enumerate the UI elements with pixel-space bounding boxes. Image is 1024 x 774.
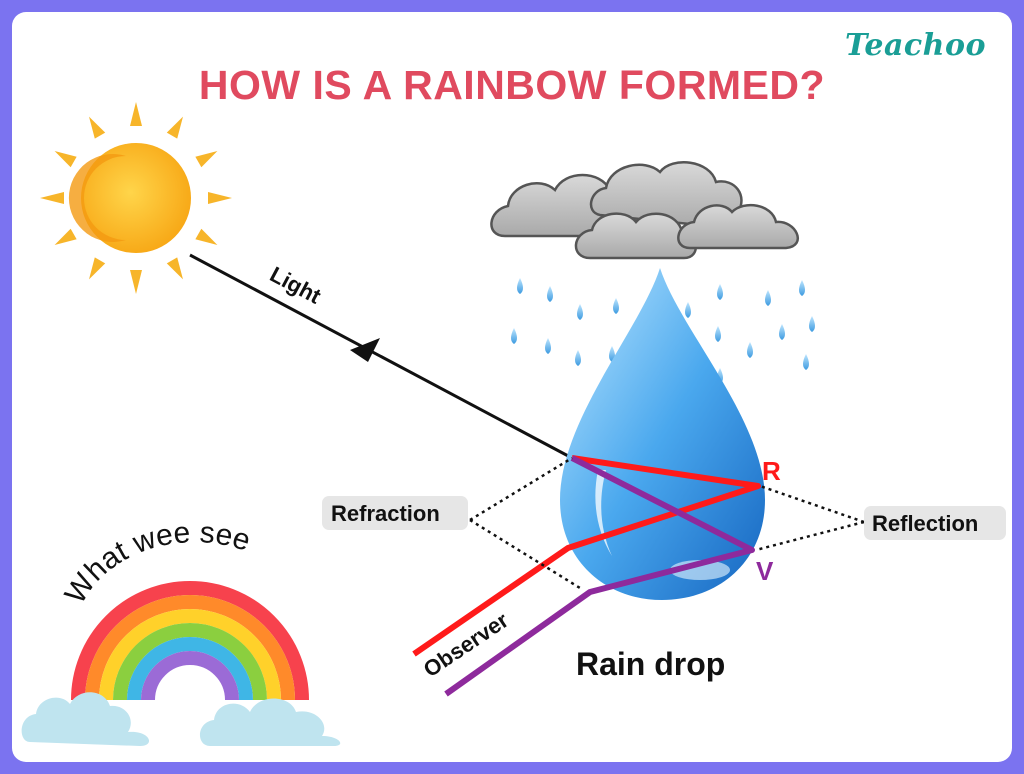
arrow-icon <box>350 338 380 362</box>
svg-text:Reflection: Reflection <box>872 511 978 536</box>
rainbow-icon <box>71 581 309 701</box>
light-label: Light <box>266 261 326 309</box>
red-ray <box>412 455 761 657</box>
light-ray: Light <box>189 253 573 460</box>
red-marker: R <box>762 456 781 486</box>
refraction-label: Refraction <box>322 496 468 530</box>
raindrop-label: Rain drop <box>576 646 725 682</box>
violet-marker: V <box>756 556 774 586</box>
raindrop-icon <box>560 268 765 600</box>
sun-icon <box>40 102 232 294</box>
callout-lines <box>469 456 865 590</box>
svg-text:Refraction: Refraction <box>331 501 440 526</box>
rainbow-clouds <box>21 692 341 746</box>
page-title: HOW IS A RAINBOW FORMED? <box>198 62 826 108</box>
cloud-icon <box>490 161 799 260</box>
violet-ray <box>444 455 755 697</box>
brand-logo: Teachoo <box>844 28 986 63</box>
reflection-label: Reflection <box>864 506 1006 540</box>
